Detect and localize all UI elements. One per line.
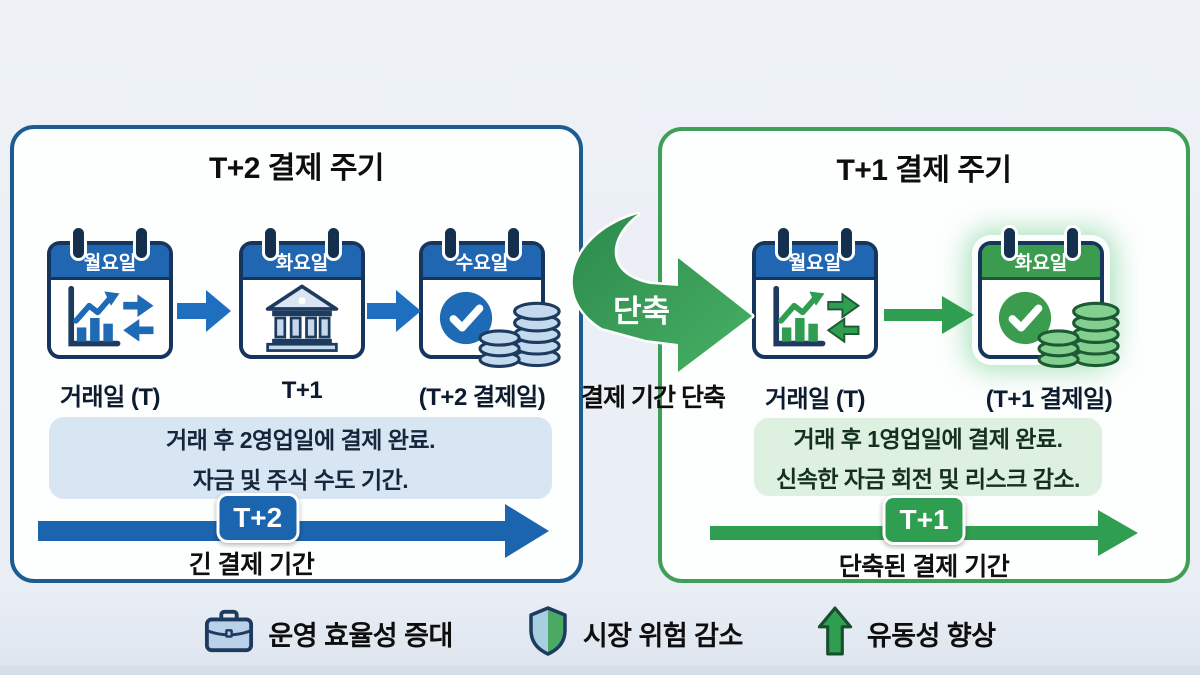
calendar-day-header: 화요일 xyxy=(982,245,1100,280)
t2-panel-title: T+2 결제 주기 xyxy=(208,152,385,185)
timeline-arrowhead-icon xyxy=(1098,510,1138,556)
legend-item-risk: 시장 위험 감소 xyxy=(527,605,744,661)
bank-icon xyxy=(243,280,361,356)
legend-label-risk: 시장 위험 감소 xyxy=(582,620,744,651)
green-step-arrow-icon xyxy=(884,293,974,342)
t1-day-label-trade: 거래일 (T) xyxy=(764,386,866,413)
timeline-arrowhead-icon xyxy=(505,504,549,558)
t2-day-label-trade: 거래일 (T) xyxy=(59,384,161,411)
blue-step-arrow-icon xyxy=(367,287,421,340)
t1-timeline-badge: T+1 xyxy=(882,495,966,545)
t2-calendar-monday: 월요일 xyxy=(47,228,173,359)
calendar-ring-icon xyxy=(841,228,852,258)
calendar-day-header: 화요일 xyxy=(243,245,361,280)
legend-item-efficiency: 운영 효율성 증대 xyxy=(204,608,453,659)
t1-panel: T+1 결제 주기 월요일 xyxy=(658,127,1190,583)
legend-item-liquidity: 유동성 향상 xyxy=(817,606,996,661)
calendar-day-header: 수요일 xyxy=(423,245,541,280)
t2-panel: T+2 결제 주기 월요일 xyxy=(10,125,583,583)
calendar-ring-icon xyxy=(508,228,519,258)
shorten-arrow-label: 단축 xyxy=(613,294,670,329)
calendar-ring-icon xyxy=(265,228,276,258)
calendar-ring-icon xyxy=(1067,228,1078,258)
t2-info-line2: 자금 및 주식 수도 기간. xyxy=(192,467,409,493)
legend-label-liquidity: 유동성 향상 xyxy=(866,620,996,651)
shorten-swoosh-arrow-icon: 단축 xyxy=(570,211,755,375)
t2-timeline-badge: T+2 xyxy=(216,493,300,543)
t1-panel-title: T+1 결제 주기 xyxy=(836,154,1012,187)
chart-exchange-icon xyxy=(756,280,874,356)
chart-exchange-icon xyxy=(51,280,169,356)
t2-info-line1: 거래 후 2영업일에 결제 완료. xyxy=(165,427,436,453)
coins-icon xyxy=(1036,290,1122,375)
t1-info-box: 거래 후 1영업일에 결제 완료. 신속한 자금 회전 및 리스크 감소. xyxy=(754,418,1102,496)
t2-timeline-arrow: T+2 xyxy=(38,493,549,559)
t2-timeline-caption: 긴 결제 기간 xyxy=(188,551,315,579)
calendar-ring-icon xyxy=(73,228,84,258)
t2-calendar-tuesday: 화요일 xyxy=(239,228,365,359)
t2-calendar-wednesday: 수요일 xyxy=(419,228,561,368)
t1-info-line1: 거래 후 1영업일에 결제 완료. xyxy=(793,426,1063,452)
arrow-up-icon xyxy=(817,606,853,661)
briefcase-icon xyxy=(204,608,254,659)
t1-calendar-monday: 월요일 xyxy=(752,228,878,359)
t1-calendar-tuesday: 화요일 xyxy=(978,228,1120,368)
blue-step-arrow-icon xyxy=(177,287,231,340)
t1-timeline-caption: 단축된 결제 기간 xyxy=(838,553,1010,581)
calendar-ring-icon xyxy=(136,228,147,258)
check-icon xyxy=(423,280,541,356)
legend-label-efficiency: 운영 효율성 증대 xyxy=(268,620,453,651)
t1-day-label-settle: (T+1 결제일) xyxy=(985,386,1113,413)
t2-day-label-t1: T+1 xyxy=(281,377,323,404)
transition-caption: 결제 기간 단축 xyxy=(581,384,726,412)
t2-info-box: 거래 후 2영업일에 결제 완료. 자금 및 주식 수도 기간. xyxy=(49,417,552,499)
check-icon xyxy=(982,280,1100,356)
calendar-ring-icon xyxy=(328,228,339,258)
benefits-legend: 운영 효율성 증대 시장 위험 감소 유동성 향상 xyxy=(0,602,1200,664)
coins-icon xyxy=(477,290,563,375)
bottom-strip xyxy=(0,666,1200,675)
calendar-ring-icon xyxy=(1004,228,1015,258)
shield-icon xyxy=(527,605,569,661)
t2-day-label-settle: (T+2 결제일) xyxy=(418,384,546,411)
calendar-day-header: 월요일 xyxy=(51,245,169,280)
calendar-ring-icon xyxy=(778,228,789,258)
calendar-day-header: 월요일 xyxy=(756,245,874,280)
calendar-ring-icon xyxy=(445,228,456,258)
t1-timeline-arrow: T+1 xyxy=(710,495,1138,561)
t1-info-line2: 신속한 자금 회전 및 리스크 감소. xyxy=(776,466,1080,492)
